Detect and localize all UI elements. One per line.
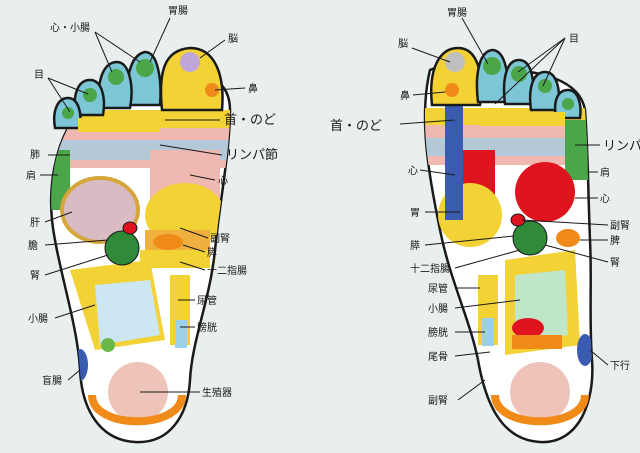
right-labels: 胃腸 脳 目 鼻 首・のど リンパ 心 肩 心 胃 副腎 膵 脾 十二指腸 腎 … [330, 7, 640, 407]
right-label-duodenum: 十二指腸 [410, 262, 450, 275]
left-label-stomach-intestine: 胃腸 [168, 5, 188, 17]
right-label-adrenal-bottom: 副腎 [428, 395, 448, 407]
right-eye-zone [480, 112, 565, 126]
right-label-adrenal-right: 副腎 [610, 220, 630, 232]
right-zone-left-strip [445, 100, 463, 220]
right-label-lymph: リンパ [603, 139, 640, 154]
right-foot: 胃腸 脳 目 鼻 首・のど リンパ 心 肩 心 胃 副腎 膵 脾 十二指腸 腎 … [330, 7, 640, 444]
right-big-toe-brain [445, 52, 465, 72]
left-toes [53, 46, 224, 132]
right-zone-kidney [512, 220, 548, 256]
left-toe-4-spot [83, 88, 97, 102]
left-label-brain: 脳 [228, 33, 238, 45]
right-label-bladder: 膀胱 [428, 326, 448, 339]
left-label-heart: 心 [218, 175, 228, 187]
left-big-toe-nose [205, 83, 219, 97]
right-label-ureter: 尿管 [428, 282, 448, 295]
right-label-brain: 脳 [398, 38, 408, 50]
right-toe-2-spot [483, 57, 501, 75]
left-label-lung: 肺 [30, 149, 40, 161]
left-zone-adrenal [122, 221, 138, 235]
left-label-duodenum: 十二指腸 [207, 264, 247, 277]
right-zone-shoulder [565, 120, 593, 180]
left-zone-duodenum [140, 250, 210, 268]
right-label-coccyx: 尾骨 [428, 351, 448, 363]
left-zone-spleen [153, 234, 183, 250]
right-label-shoulder: 肩 [600, 166, 610, 179]
right-label-pancreas: 膵 [410, 240, 420, 252]
left-toe-2-spot [136, 59, 154, 77]
left-label-cecum: 盲腸 [42, 374, 62, 387]
right-big-toe-nose [445, 83, 459, 97]
left-zone-small-intestine [95, 280, 160, 345]
left-label-genital: 生殖器 [202, 386, 232, 399]
right-label-heart-right: 心 [600, 193, 610, 205]
left-zone-heel-arc [88, 394, 186, 426]
left-label-adrenal: 副腎 [210, 233, 230, 245]
right-label-eye: 目 [569, 34, 579, 45]
right-label-small-intestine: 小腸 [428, 303, 448, 315]
left-eye-zone [78, 118, 160, 132]
right-leader-lines [399, 17, 609, 401]
right-label-neck-throat: 首・のど [330, 119, 382, 134]
right-zone-genital [510, 362, 570, 422]
left-toe-3-spot [108, 69, 124, 85]
left-label-bladder: 膀胱 [197, 321, 217, 334]
right-zone-sigmoid [512, 335, 562, 349]
left-big-toe-brain [180, 52, 200, 72]
left-zone-liver [60, 176, 140, 244]
left-label-kidney: 腎 [30, 270, 40, 282]
left-label-shoulder: 肩 [26, 169, 36, 182]
right-toes [429, 46, 582, 126]
left-label-liver: 肝 [30, 217, 40, 229]
left-label-gallbladder: 膽 [28, 239, 38, 252]
left-label-ureter: 尿管 [197, 294, 217, 307]
right-toe-4-spot [538, 79, 552, 93]
left-label-nose: 鼻 [248, 82, 258, 95]
left-zone-genital [108, 362, 168, 422]
right-label-stomach: 胃 [410, 207, 420, 219]
left-label-small-intestine: 小腸 [28, 313, 48, 325]
right-label-stomach-intestine: 胃腸 [447, 7, 467, 19]
right-label-heart-left: 心 [408, 165, 418, 177]
right-zone-heart-big [515, 162, 575, 222]
right-label-spleen: 脾 [610, 234, 620, 247]
right-zone-heel-arc [491, 394, 589, 426]
right-label-nose: 鼻 [400, 89, 410, 102]
left-zone-cecum-dot [101, 338, 115, 352]
right-toe-5-spot [562, 98, 574, 110]
left-label-pancreas: 膵 [207, 247, 217, 259]
right-label-kidney: 腎 [610, 257, 620, 269]
right-zone-spleen [556, 229, 580, 247]
right-label-descending: 下行 [610, 359, 630, 372]
left-leader-lines [40, 17, 246, 393]
left-labels: 胃腸 心・小腸 脳 目 鼻 首・のど リンパ節 肺 肩 心 肝 副腎 膽 膵 腎… [26, 5, 278, 399]
right-zone-descending [577, 334, 593, 366]
left-toe-5-spot [62, 107, 74, 119]
left-label-lymph-node: リンパ節 [226, 148, 278, 163]
left-zone-bladder [175, 320, 187, 348]
left-label-eye: 目 [34, 70, 44, 81]
left-foot: 胃腸 心・小腸 脳 目 鼻 首・のど リンパ節 肺 肩 心 肝 副腎 膽 膵 腎… [26, 5, 278, 444]
left-label-neck-throat: 首・のど [224, 113, 276, 128]
right-zone-rectum [512, 318, 544, 338]
left-zone-kidney [104, 230, 140, 266]
right-zone-bladder [482, 318, 494, 346]
right-toe-3-spot [511, 66, 527, 82]
left-label-heart-small-intestine: 心・小腸 [50, 22, 90, 34]
